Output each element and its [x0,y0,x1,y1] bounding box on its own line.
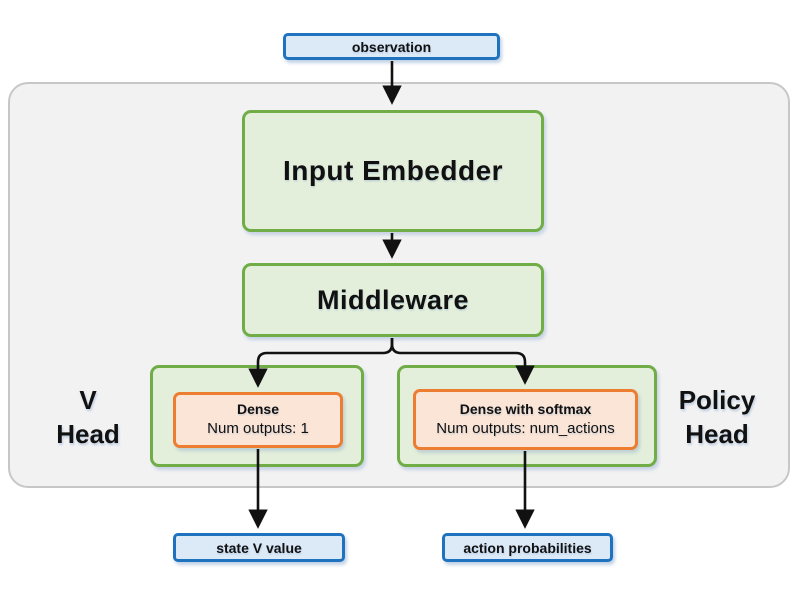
policy-head-label-line2: Head [685,418,749,449]
v-head-label: V Head [38,384,138,452]
policy-head-dense-node: Dense with softmax Num outputs: num_acti… [413,389,638,450]
policy-head-label: Policy Head [662,384,772,452]
v-head-label-line2: Head [56,418,120,449]
policy-head-label-line1: Policy [678,385,756,415]
v-head-label-line1: V [79,385,97,415]
observation-node: observation [283,33,500,60]
input-embedder-node: Input Embedder [242,110,544,232]
policy-head-dense-subtitle: Num outputs: num_actions [436,419,615,437]
middleware-node: Middleware [242,263,544,337]
action-probabilities-node: action probabilities [442,533,613,562]
v-head-dense-title: Dense [236,401,280,418]
v-head-dense-subtitle: Num outputs: 1 [207,420,309,438]
v-head-dense-node: Dense Num outputs: 1 [173,392,343,448]
policy-head-dense-title: Dense with softmax [459,400,592,417]
state-v-value-node: state V value [173,533,345,562]
